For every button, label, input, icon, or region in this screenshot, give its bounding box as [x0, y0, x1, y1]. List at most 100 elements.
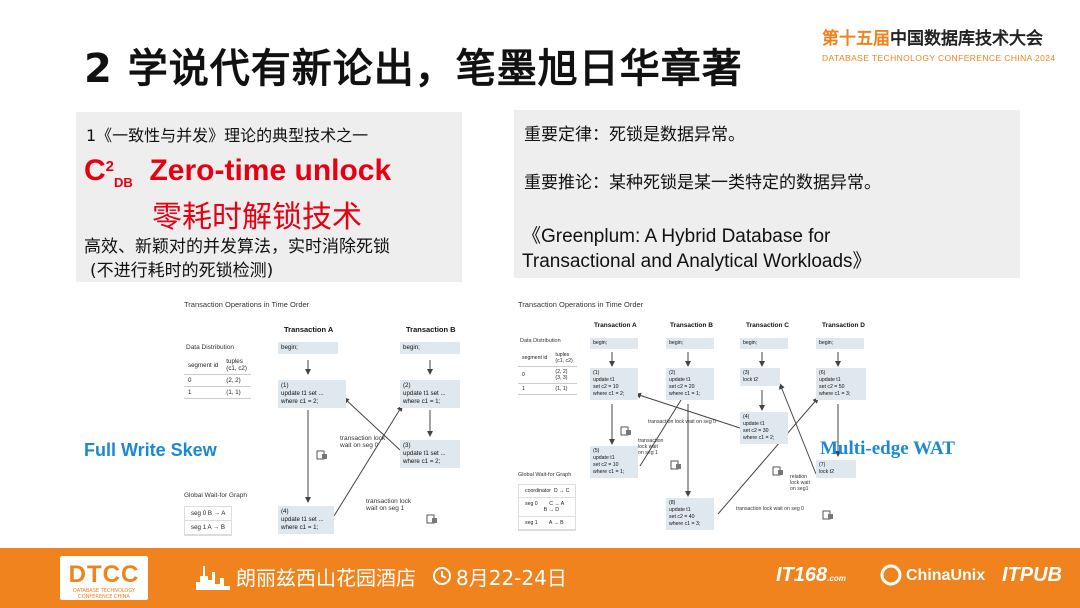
full-write-skew-label: Full Write Skew [84, 440, 217, 460]
op-box: begin; [590, 338, 638, 349]
txn-c-header: Transaction C [746, 322, 789, 329]
right-panel: 重要定律：死锁是数据异常。 重要推论：某种死锁是某一类特定的数据异常。 《Gre… [514, 110, 1020, 278]
paper-line1: 《Greenplum: A Hybrid Database for [522, 226, 831, 247]
dtcc-logo-text: DTCC [68, 561, 140, 588]
important-corollary: 重要推论：某种死锁是某一类特定的数据异常。 [524, 173, 881, 193]
wait-for-graph: coordinator D → C seg 0 C → A B → D seg … [518, 484, 577, 531]
table-row: 1(1, 1) [518, 383, 577, 395]
diagram-multi-edge-wat: Transaction Operations in Time Order Tra… [518, 300, 866, 531]
conference-logo: 第十五届中国数据库技术大会 DATABASE TECHNOLOGY CONFER… [822, 24, 1056, 63]
op-box: begin; [740, 338, 788, 349]
paper-line2: Transactional and Analytical Workloads》 [522, 251, 872, 272]
table-cell: (2, 2) [222, 374, 251, 387]
important-law: 重要定律：死锁是数据异常。 [524, 125, 745, 145]
wfg-title: Global Wait-for Graph [518, 472, 572, 478]
op-box: (2) update t1 set c2 = 20 where c1 = 1; [666, 368, 714, 400]
left-diagram-arrows [305, 360, 433, 517]
lock-wait-label: transaction lock wait on seg 0 [736, 506, 805, 512]
clock-icon [433, 567, 451, 585]
op-box: (1) update t1 set c2 = 10 where c1 = 2; [590, 368, 638, 400]
table-cell: 0 [184, 374, 223, 387]
op-box: (3) lock t2 [740, 368, 780, 386]
sponsor-it168-name: IT168 [776, 564, 828, 586]
wait-for-graph: seg 0 B → A seg 1 A → B [184, 506, 233, 536]
op-box: begin; [816, 338, 864, 349]
table-cell: (1, 1) [551, 383, 577, 395]
right-diagram-arrows [609, 352, 841, 515]
venue-text: 朗丽兹西山花园酒店 [236, 566, 416, 590]
diagram-title: Transaction Operations in Time Order [518, 300, 644, 309]
data-distribution-label: Data Distribution [520, 338, 561, 344]
op-box: begin; [278, 342, 338, 354]
lock-icon [822, 510, 833, 520]
lock-icon [670, 460, 681, 470]
lock-icon [426, 514, 437, 524]
c2db-sup: 2 [105, 158, 115, 175]
conference-subtitle: DATABASE TECHNOLOGY CONFERENCE CHINA 202… [822, 53, 1056, 63]
wfg-row: seg 1 A → B [519, 517, 576, 530]
table-cell: (1, 1) [222, 386, 251, 399]
table-cell: 1 [518, 383, 552, 395]
op-box: (4) update t1 set c2 = 30 where c1 = 2; [740, 412, 788, 444]
multi-edge-wat-label: Multi-edge WAT [820, 438, 955, 459]
sponsor-it168-sub: .com [827, 574, 846, 583]
conference-title: 中国数据库技术大会 [890, 29, 1043, 49]
table-cell: (2, 2) (3, 3) [551, 366, 577, 384]
date-text: 8月22-24日 [456, 566, 567, 590]
diagram-title: Transaction Operations in Time Order [184, 300, 310, 309]
op-box: (4) update t1 set ... where c1 = 1; [278, 506, 334, 534]
slide-title: 2 学说代有新论出，笔墨旭日华章著 [84, 46, 743, 92]
table-row: 0(2, 2) [184, 374, 251, 387]
conference-edition: 第十五届 [822, 29, 890, 49]
left-panel-note: (不进行耗时的死锁检测) [90, 261, 274, 281]
wfg-row: seg 0 B → A [185, 507, 232, 521]
lock-wait-label: transaction lock wait on seg 1 [366, 498, 412, 512]
txn-b-header: Transaction B [406, 325, 456, 334]
lock-wait-label: transaction lock wait on seg 1 [638, 438, 664, 456]
op-box: (1) update t1 set ... where c1 = 2; [278, 380, 346, 408]
c2db-title: C2DB Zero-time unlock [84, 154, 391, 190]
c2db-c: C [84, 154, 106, 187]
lock-wait-label: relation lock wait on seg1 [790, 474, 810, 492]
sponsor-itpub: ITPUB [1002, 564, 1062, 586]
c2db-sub: DB [114, 175, 133, 190]
op-box: (5) update t1 set c2 = 10 where c1 = 1; [590, 446, 638, 478]
left-panel-desc: 高效、新颖对的并发算法，实时消除死锁 [84, 237, 390, 257]
op-box: begin; [666, 338, 714, 349]
table-cell: 0 [518, 366, 552, 384]
lock-icon [620, 426, 631, 436]
table-row: 1(1, 1) [184, 386, 251, 399]
footer-bar: DTCC DATABASE TECHNOLOGY CONFERENCE CHIN… [0, 548, 1080, 608]
c2db-rest: Zero-time unlock [149, 154, 392, 187]
left-panel-cn-title: 零耗时解锁技术 [152, 200, 362, 235]
wfg-title: Global Wait-for Graph [184, 492, 247, 499]
table-header: segment id [184, 356, 223, 375]
lock-icon [772, 466, 783, 476]
skyline-icon [196, 566, 230, 590]
paper-reference: 《Greenplum: A Hybrid Database for Transa… [522, 224, 872, 274]
table-row: 0(2, 2) (3, 3) [518, 366, 577, 384]
dtcc-logo-sub: DATABASE TECHNOLOGY CONFERENCE CHINA [72, 588, 136, 600]
op-box: (8) update t1 set c2 = 40 where c1 = 3; [666, 498, 714, 530]
txn-b-header: Transaction B [670, 322, 713, 329]
wfg-row: seg 1 A → B [185, 521, 232, 535]
op-box: begin; [400, 342, 460, 354]
lock-wait-label: transaction lock wait on seg 0 [648, 419, 717, 425]
txn-a-header: Transaction A [284, 325, 334, 334]
wfg-row: coordinator D → C [519, 485, 576, 498]
table-header: tuples (c1, c2) [551, 350, 577, 367]
txn-a-header: Transaction A [594, 322, 637, 329]
left-panel: 1《一致性与并发》理论的典型技术之一 C2DB Zero-time unlock… [76, 112, 462, 282]
op-box: (2) update t1 set ... where c1 = 1; [400, 380, 460, 408]
lock-wait-label: transaction lock wait on seg 0 [340, 435, 386, 449]
txn-d-header: Transaction D [822, 322, 865, 329]
wfg-row: seg 0 C → A B → D [519, 498, 576, 517]
table-header: segment id [518, 350, 552, 367]
chinaunix-logo-icon [880, 564, 902, 586]
op-box: (6) update t1 set c2 = 50 where c1 = 3; [816, 368, 866, 400]
left-panel-heading: 1《一致性与并发》理论的典型技术之一 [86, 126, 369, 145]
table-header: tuples (c1, c2) [222, 356, 251, 375]
diagram-full-write-skew: Transaction Operations in Time Order Tra… [184, 300, 460, 536]
